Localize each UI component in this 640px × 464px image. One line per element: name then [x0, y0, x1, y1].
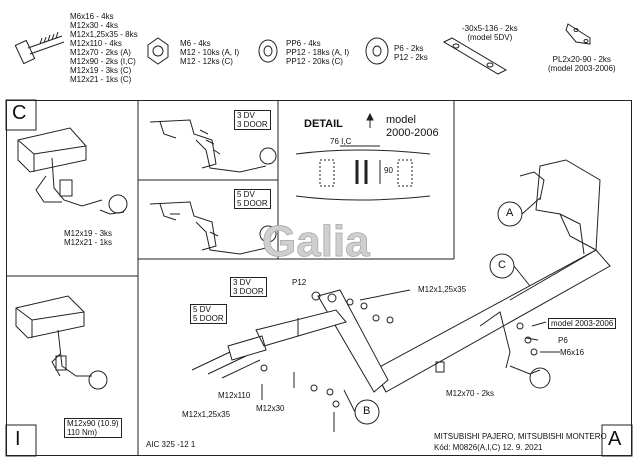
spacer-icon: [365, 37, 389, 65]
bracket-3dv-drawing: [149, 119, 277, 173]
bolt-item: M12x21 - 1ks (C): [70, 75, 132, 84]
bolt-item: M6x16 - 4ks: [70, 12, 114, 21]
label-p12: P12: [292, 278, 307, 287]
footer-kod: Kód: M0826(A,I,C) 12. 9. 2021: [434, 443, 543, 452]
panel-i-label: M12x90 (10.9): [67, 419, 119, 428]
frame: [6, 100, 632, 456]
door-5-label: 5 DV 5 DOOR: [234, 189, 271, 209]
label-3dv: 3 DV 3 DOOR: [230, 277, 267, 297]
bolt-list: M6x16 - 4ks M12x30 - 4ks M12x1,25x35 - 8…: [70, 12, 138, 84]
washer-item: PP12 - 20ks (C): [286, 57, 343, 66]
nut-item: M6 - 4ks: [180, 39, 211, 48]
footer-code: AIC 325 -12 1: [146, 440, 196, 449]
detail-model: model 2000-2006: [386, 114, 439, 139]
bracket-list: PL2x20-90 - 2ks (model 2003-2006): [548, 55, 616, 73]
bolt-icon: [14, 31, 65, 65]
label-m12x30: M12x30: [256, 404, 285, 413]
label-m12x110: M12x110: [218, 391, 251, 400]
detail-drawing: [295, 112, 431, 201]
label-model-2003: model 2003-2006: [548, 318, 617, 329]
washer-item: PP12 - 18ks (A, I): [286, 48, 350, 57]
bolt-item: M12x1,25x35 - 8ks: [70, 30, 138, 39]
footer-vehicle: MITSUBISHI PAJERO, MITSUBISHI MONTERO: [434, 432, 607, 441]
panel-i-labels: M12x90 (10.9) 110 Nm): [64, 418, 122, 438]
bolt-item: M12x30 - 4ks: [70, 21, 119, 30]
panel-c-letter: C: [12, 102, 27, 124]
nut-list: M6 - 4ks M12 - 10ks (A, I) M12 - 12ks (C…: [180, 39, 239, 66]
label-m12x125x35-bottom: M12x1,25x35: [182, 410, 231, 419]
main-towbar-drawing: [191, 159, 611, 432]
detail-dim-height: 90: [384, 166, 393, 175]
detail-dim-width: 76 I,C: [330, 137, 352, 146]
washer-item: PP6 - 4ks: [286, 39, 321, 48]
detail-title: DETAIL: [304, 118, 343, 130]
label-m12x70: M12x70 - 2ks: [446, 389, 495, 398]
label-p6: P6: [558, 336, 568, 345]
panel-c-label: M12x19 - 3ks: [64, 229, 113, 238]
panel-i-letter: I: [15, 428, 21, 450]
panel-i-label: 110 Nm): [67, 428, 98, 437]
bracket-5dv-drawing: [149, 201, 277, 255]
label-m6x16: M6x16: [560, 348, 585, 357]
panel-c-label: M12x21 - 1ks: [64, 238, 113, 247]
panel-i-drawing: [15, 295, 108, 390]
callout-a: A: [506, 207, 514, 219]
washer-icon: [258, 39, 278, 63]
callout-c: C: [498, 259, 506, 271]
door-3-label: 3 DV 3 DOOR: [234, 110, 271, 130]
watermark-text: Galia: [262, 217, 370, 266]
bracket-item: PL2x20-90 - 2ks: [552, 55, 611, 64]
panel-a-letter: A: [608, 428, 622, 450]
plate-icon: [442, 37, 508, 75]
bolt-item: M12x19 - 3ks (C): [70, 66, 132, 75]
washer-list: PP6 - 4ks PP12 - 18ks (A, I) PP12 - 20ks…: [286, 39, 349, 66]
plate-item: -30x5-136 - 2ks: [462, 24, 518, 33]
spacer-item: P6 - 2ks: [394, 44, 424, 53]
spacer-item: P12 - 2ks: [394, 53, 428, 62]
panel-c-drawing: [17, 127, 128, 215]
bracket-item: (model 2003-2006): [548, 64, 616, 73]
nut-item: M12 - 10ks (A, I): [180, 48, 240, 57]
spacer-list: P6 - 2ks P12 - 2ks: [394, 44, 428, 62]
nut-item: M12 - 12ks (C): [180, 57, 233, 66]
label-5dv: 5 DV 5 DOOR: [190, 304, 227, 324]
bolts-group: [191, 289, 411, 432]
bolt-item: M12x90 - 2ks (I,C): [70, 57, 136, 66]
callout-b: B: [363, 405, 371, 417]
nut-icon: [147, 37, 169, 65]
bolt-item: M12x110 - 4ks: [70, 39, 122, 48]
label-m12x125x35-top: M12x1,25x35: [418, 285, 467, 294]
plate-item: (model 5DV): [467, 33, 513, 42]
bolt-item: M12x70 - 2ks (A): [70, 48, 131, 57]
panel-c-labels: M12x19 - 3ks M12x21 - 1ks: [64, 229, 112, 247]
bracket-icon: [565, 23, 591, 45]
plate-list: -30x5-136 - 2ks (model 5DV): [462, 24, 518, 42]
